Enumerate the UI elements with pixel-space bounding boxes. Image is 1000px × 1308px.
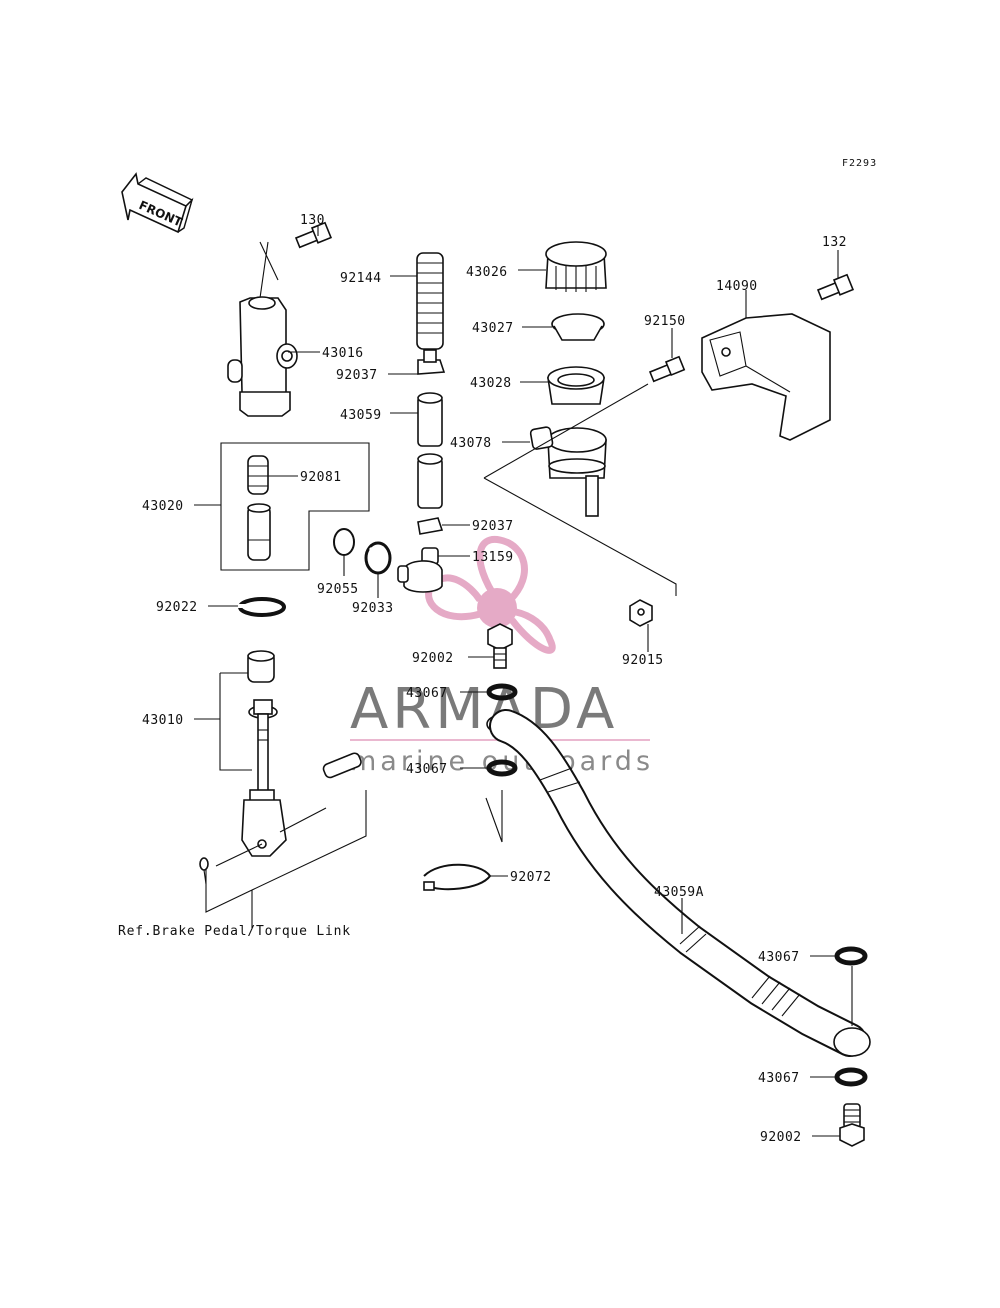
piston-43020 (247, 503, 271, 561)
washer-43067-a (486, 683, 518, 701)
label-92055: 92055 (317, 582, 359, 597)
label-92072: 92072 (510, 870, 552, 885)
label-43026: 43026 (466, 265, 508, 280)
label-43067-c: 43067 (758, 950, 800, 965)
cover-14090 (701, 313, 831, 441)
label-92037-top: 92037 (336, 368, 378, 383)
label-92002-top: 92002 (412, 651, 454, 666)
bolt-132 (816, 273, 855, 301)
o-ring-92055 (333, 528, 355, 556)
label-43078: 43078 (450, 436, 492, 451)
label-92015: 92015 (622, 653, 664, 668)
label-92150: 92150 (644, 314, 686, 329)
spring-92144 (416, 252, 444, 350)
washer-43067-d (834, 1067, 868, 1087)
master-cylinder-43016 (227, 296, 298, 417)
label-43067-d: 43067 (758, 1071, 800, 1086)
label-43067-a: 43067 (406, 686, 448, 701)
label-92033: 92033 (352, 601, 394, 616)
label-43020: 43020 (142, 499, 184, 514)
washer-43067-b (486, 759, 518, 777)
diaphragm-43028 (547, 366, 605, 405)
clevis-pin (322, 752, 362, 779)
banjo-bolt-92002-top (487, 623, 513, 669)
label-92037-bottom: 92037 (472, 519, 514, 534)
label-130: 130 (300, 213, 325, 228)
spring-92081 (247, 455, 269, 495)
clamp-92037-top (417, 349, 446, 375)
label-43059: 43059 (340, 408, 382, 423)
nut-92015 (629, 599, 653, 627)
fitting-13159 (397, 547, 443, 593)
cable-tie-92072 (423, 863, 492, 891)
bolt-92150 (648, 355, 686, 383)
snap-ring-92033 (364, 541, 392, 575)
boot-43010 (247, 650, 275, 683)
front-arrow-icon: FRONT (121, 172, 194, 234)
push-rod-43010 (241, 699, 287, 857)
label-43016: 43016 (322, 346, 364, 361)
watermark-brand: ARMADA (350, 677, 618, 742)
plate-43027 (551, 313, 605, 341)
cotter-pin (199, 857, 209, 885)
reservoir-43078 (529, 426, 607, 517)
label-92022: 92022 (156, 600, 198, 615)
label-43027: 43027 (472, 321, 514, 336)
label-92144: 92144 (340, 271, 382, 286)
washer-43067-c (834, 946, 868, 966)
cap-43026 (545, 241, 607, 292)
circlip-92022 (238, 597, 286, 617)
ref-brake-pedal-text: Ref.Brake Pedal/Torque Link (118, 924, 351, 939)
label-43067-b: 43067 (406, 762, 448, 777)
label-14090: 14090 (716, 279, 758, 294)
clamp-92037-bottom (417, 517, 444, 535)
label-13159: 13159 (472, 550, 514, 565)
label-43028: 43028 (470, 376, 512, 391)
label-132: 132 (822, 235, 847, 250)
hose-43059A (486, 709, 871, 1057)
hose-43059 (417, 392, 443, 509)
label-92002-bottom: 92002 (760, 1130, 802, 1145)
label-43059A: 43059A (654, 885, 704, 900)
bolt-130 (294, 221, 333, 249)
label-43010: 43010 (142, 713, 184, 728)
figure-code: F2293 (842, 158, 877, 169)
label-92081: 92081 (300, 470, 342, 485)
banjo-bolt-92002-bottom (839, 1103, 865, 1147)
